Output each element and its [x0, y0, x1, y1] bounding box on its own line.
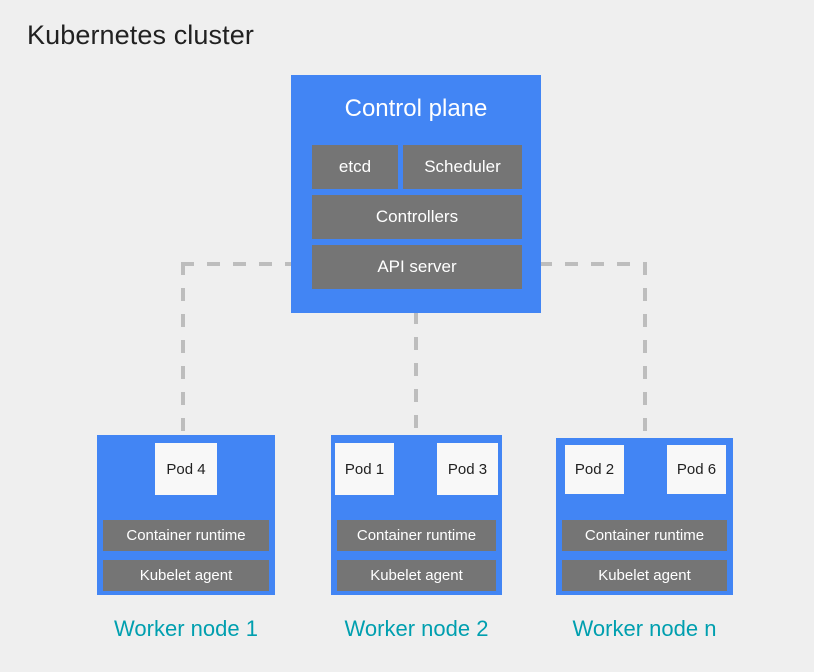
- control-plane-component-controllers[interactable]: Controllers: [312, 195, 522, 239]
- worker-node-n-kubelet-agent[interactable]: Kubelet agent: [562, 560, 727, 591]
- control-plane-component-etcd[interactable]: etcd: [312, 145, 398, 189]
- worker-node-2-pod-1[interactable]: Pod 1: [335, 443, 394, 495]
- connector-api-to-worker-n-vertical: [643, 262, 647, 440]
- worker-node-1-container-runtime[interactable]: Container runtime: [103, 520, 269, 551]
- connector-api-to-worker-1-horizontal: [181, 262, 293, 266]
- worker-node-n-pod-2[interactable]: Pod 2: [565, 445, 624, 494]
- control-plane-component-api-server[interactable]: API server: [312, 245, 522, 289]
- connector-api-to-worker-n-horizontal: [539, 262, 647, 266]
- worker-node-n-container-runtime[interactable]: Container runtime: [562, 520, 727, 551]
- control-plane-title: Control plane: [344, 95, 488, 122]
- control-plane-component-scheduler[interactable]: Scheduler: [403, 145, 522, 189]
- page-title: Kubernetes cluster: [27, 20, 254, 50]
- worker-node-2-pod-3[interactable]: Pod 3: [437, 443, 498, 495]
- worker-node-1-pod-4[interactable]: Pod 4: [155, 443, 217, 495]
- worker-node-2-kubelet-agent[interactable]: Kubelet agent: [337, 560, 496, 591]
- connector-api-to-worker-1-vertical: [181, 262, 185, 437]
- worker-node-2-container-runtime[interactable]: Container runtime: [337, 520, 496, 551]
- worker-node-1-label: Worker node 1: [114, 616, 258, 641]
- connector-api-to-worker-2-vertical: [414, 311, 418, 437]
- worker-node-n-pod-6[interactable]: Pod 6: [667, 445, 726, 494]
- worker-node-n-label: Worker node n: [572, 616, 717, 641]
- worker-node-2-label: Worker node 2: [344, 616, 489, 641]
- worker-node-1-kubelet-agent[interactable]: Kubelet agent: [103, 560, 269, 591]
